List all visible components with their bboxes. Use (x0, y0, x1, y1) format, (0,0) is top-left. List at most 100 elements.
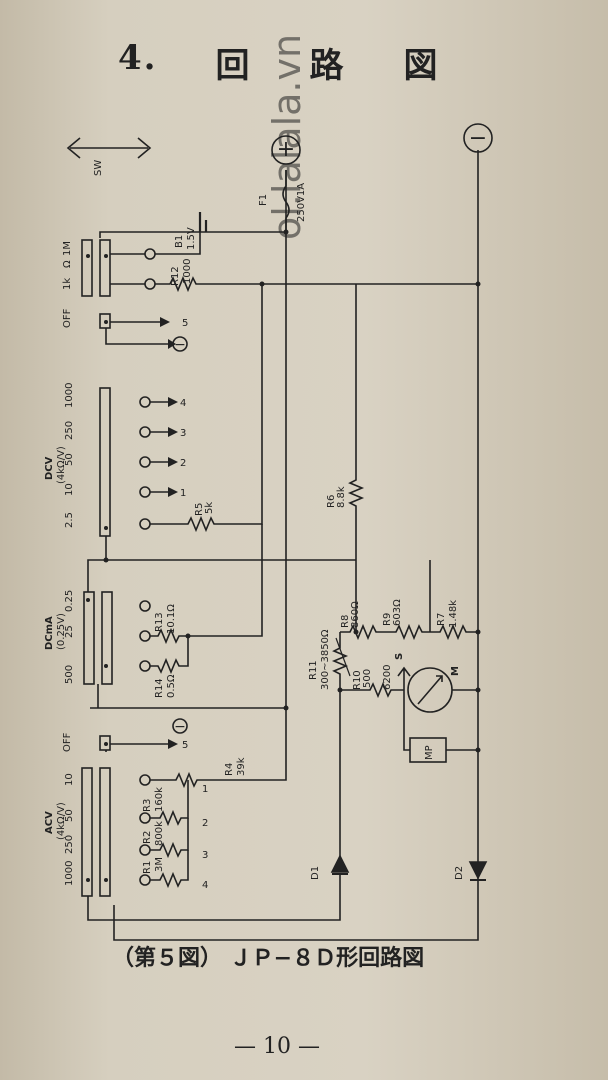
shunt-chain (340, 623, 478, 641)
switch-contact-dot (86, 254, 90, 258)
d1-label: D1 (310, 866, 321, 880)
junction-dot (185, 633, 191, 639)
junction-dot (353, 629, 359, 635)
r10-value: 500 (362, 669, 373, 688)
battery-wire (155, 232, 201, 255)
r6-resistor (347, 284, 365, 632)
switch-contact-dot (104, 742, 108, 746)
minus-small-label-2: − (174, 719, 186, 735)
switch-contact-dot (104, 526, 108, 530)
r11-value: 300~3850Ω (320, 629, 331, 690)
acv-switch-bar-right (99, 767, 111, 897)
contact-5-bottom: 5 (182, 740, 188, 751)
contact-2-acv: 2 (202, 818, 208, 829)
ohm-switch-bar-right (99, 239, 111, 297)
watermark: ol.lalala.vn (265, 34, 309, 240)
acv-title: ACV (44, 811, 55, 834)
junction-dot (475, 747, 481, 753)
acv-range-250: 250 (64, 835, 75, 854)
r14-value: 0.5Ω (166, 674, 177, 698)
meter-name: M (450, 666, 461, 676)
r8-value: 860Ω (350, 601, 361, 628)
plus-terminal-label: + (277, 137, 295, 162)
r6-value: 8.8k (336, 486, 347, 508)
ohm-contact-1m (144, 248, 156, 260)
d2-label: D2 (454, 866, 465, 880)
dcma-switch-bar-right (101, 591, 113, 685)
dcv-range-1000: 1000 (64, 383, 75, 408)
r3-value: 160k (154, 787, 165, 812)
dcv-title: DCV (44, 456, 55, 480)
ground-wire (113, 150, 479, 941)
r9-value: 603Ω (392, 599, 403, 626)
r10-resistor (340, 681, 404, 699)
r1-name: R1 (142, 861, 153, 874)
ohm-range-1k: 1k (62, 278, 73, 290)
battery-name: B1 (174, 235, 185, 248)
acv-contact-250 (139, 844, 151, 856)
r13-r14-resistors (150, 627, 189, 675)
r4-resistor (150, 708, 287, 789)
heading-char-1: 回 (215, 46, 252, 86)
r11-name: R11 (308, 660, 319, 680)
r11-resistor (331, 632, 349, 690)
contact-3-dcv: 3 (180, 428, 186, 439)
ohm-contact-wires (110, 253, 145, 285)
off-switch-bottom (99, 735, 111, 751)
r2-name: R2 (142, 831, 153, 844)
contact-1-dcv: 1 (180, 488, 186, 499)
dcma-contact-500 (139, 660, 151, 672)
dcv-range-10: 10 (64, 483, 75, 496)
junction-dot (283, 229, 289, 235)
ohm-title: Ω (62, 260, 73, 268)
junction-dot (103, 557, 109, 563)
r12-name: R12 (170, 266, 181, 286)
minus-terminal-label: − (469, 126, 487, 151)
r5-name: R5 (194, 503, 205, 516)
minus-terminal (463, 123, 493, 153)
dcma-sub: (0.25V) (56, 613, 67, 650)
r11-variable-arrow (335, 637, 351, 677)
off-label-top: OFF (62, 308, 73, 328)
acv-bottom-wire (87, 874, 341, 921)
minus-terminal-small-2 (172, 718, 188, 734)
dcv-contact-1000 (139, 396, 151, 408)
contact-4-dcv: 4 (180, 398, 186, 409)
meter-left-wire (403, 690, 410, 751)
r1-value: 3M (154, 857, 165, 872)
off-wires-top (105, 321, 168, 345)
r13-name: R13 (154, 612, 165, 632)
dcma-range-25: 25 (64, 625, 75, 638)
section-heading: 4. 回 路 図 (118, 38, 440, 87)
contact-4-acv: 4 (202, 880, 208, 891)
dcv-range-50: 50 (64, 453, 75, 466)
junction-dot (259, 281, 265, 287)
junction-dot (475, 629, 481, 635)
r9-name: R9 (382, 613, 393, 626)
dcma-switch-bar-left (83, 591, 95, 685)
contact-2-dcv: 2 (180, 458, 186, 469)
r12-resistor (155, 275, 478, 293)
dcma-range-500: 500 (64, 665, 75, 684)
r1-resistor (150, 850, 189, 889)
acv-range-50: 50 (64, 809, 75, 822)
r3-resistor (150, 780, 189, 827)
s-label: S (394, 653, 405, 660)
switch-contact-dot (104, 320, 108, 324)
dcv-contact-2-5 (139, 518, 151, 530)
r14-name: R14 (154, 678, 165, 698)
s-arrow (397, 666, 411, 690)
dcv-contact-10 (139, 486, 151, 498)
d2-diode (468, 861, 488, 880)
junction-dot (475, 687, 481, 693)
fuse-rating: 250V1A (296, 183, 307, 222)
r7-name: R7 (436, 613, 447, 626)
plus-terminal (271, 135, 301, 165)
switch-contact-dot (104, 254, 108, 258)
ohm-wire (99, 231, 286, 238)
dcv-sub: (4kΩ/V) (56, 446, 67, 484)
off-wires-bottom (105, 743, 168, 752)
r8-name: R8 (340, 615, 351, 628)
r7-value: 1.48k (448, 600, 459, 628)
